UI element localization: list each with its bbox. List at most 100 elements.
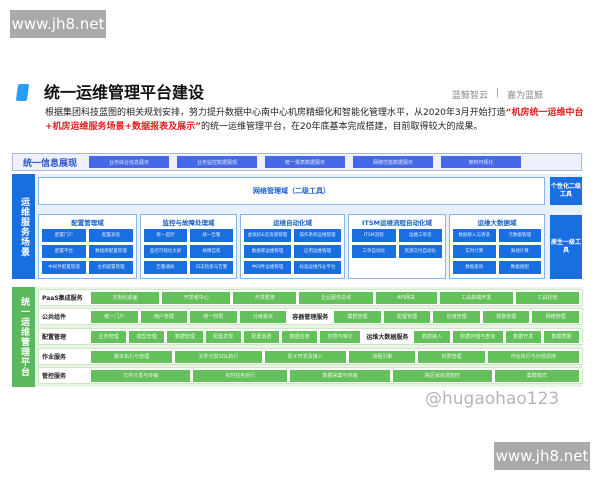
service-item: 流程引擎 (348, 350, 416, 363)
row-label: PaaS集成服务 (42, 295, 83, 302)
service-item: 脚本执行与管理 (91, 350, 173, 363)
domain-item: 操作系统运维管理 (294, 229, 341, 242)
domain-item: 数据接入与清洗 (453, 229, 496, 242)
sub-service-label: 容器管理服务 (289, 312, 332, 321)
domain-box: 配置管理域配置门户配置发现配置平台数据库配置管理中间件配置管理主机配置管理 (38, 214, 137, 279)
service-item: 工具托管 (515, 291, 579, 304)
platform-row: 管控服务文件分发与传输实时任务执行数据采集与传输跨区域资源管控集群模式 (38, 367, 583, 384)
domain-title: 运维自动化域 (273, 219, 312, 227)
service-item: 数据存储与查询 (452, 330, 503, 343)
domain-item: ITSM流程 (352, 229, 396, 242)
domain-item: 配置门户 (42, 229, 86, 242)
service-item: 实时任务执行 (193, 369, 288, 382)
intro-text-end: 的统一运维管理平台，在20年底基本完成搭建，目前取得较大的成果。 (201, 122, 483, 132)
service-item: 跨区域资源管控 (392, 369, 492, 382)
intro-paragraph: 根据集团科技蓝图的相关规划安排，努力提升数据中心南中心机房精细化和智能化管理水平… (45, 106, 590, 134)
service-item: 分级委派 (239, 310, 287, 323)
service-scene-label: 运维服务场景 (12, 174, 35, 279)
domain-title: 配置管理域 (71, 219, 104, 227)
service-item: 作业执行与外部调用 (487, 350, 580, 363)
service-item: 模型管理 (129, 330, 165, 343)
service-item: 数据采集与传输 (290, 369, 390, 382)
domain-grid: 统一监控统一告警监控可视化大屏故障自愈告警通知日志检索与告警 (144, 229, 233, 274)
info-item: 业务综合信息展示 (89, 156, 169, 168)
service-item: 数据管理 (167, 330, 203, 343)
domain-grid: 数据接入与清洗元数据管理实时计算离线计算数据查询数据视图 (453, 229, 541, 274)
domain-item: 监控可视化大屏 (144, 245, 187, 258)
logo-bluking: 蓝鲸智云 (452, 91, 489, 101)
service-item: 镜像管理 (482, 310, 530, 323)
domain-item: 数据视图 (498, 261, 541, 274)
service-item: 工具前端开发 (439, 291, 513, 304)
domain-item: 中间件配置管理 (42, 261, 86, 274)
domain-item: 应用运维管理 (294, 245, 341, 258)
domain-item: 虚拟机&云资源管理 (244, 229, 291, 242)
service-item: 数据应用 (281, 330, 318, 343)
domain-item: 告警通知 (144, 261, 187, 274)
domain-item: 标准运维作业平台 (294, 261, 341, 274)
service-item: 数据质量 (543, 330, 580, 343)
domain-item: 配置平台 (42, 245, 86, 258)
domain-title: 运维大数据域 (477, 219, 517, 227)
service-item: 数据接入 (414, 330, 450, 343)
platform-label: 统一运维管理平台 (12, 287, 35, 387)
domain-item: 主机配置管理 (89, 261, 133, 274)
service-item: 开发者中心 (162, 291, 231, 304)
site-watermark: www.jh8.net (10, 10, 106, 38)
domain-item: 统一监控 (144, 229, 187, 242)
service-item: 统一门户 (91, 310, 138, 323)
domain-item: 统一告警 (190, 229, 233, 242)
service-item: 配置消费 (243, 330, 279, 343)
weibo-watermark: @hugaohao123 (425, 389, 560, 409)
page-title: 统一运维管理平台建设 (44, 83, 205, 102)
sub-service-label: 运维大数据服务 (363, 332, 412, 341)
network-domain: 网络管理域（二级工具） (38, 177, 545, 205)
service-item: 集群管理 (334, 310, 381, 323)
service-item: 权限管理 (418, 350, 485, 363)
domain-item: 离线计算 (498, 245, 541, 258)
domain-title: ITSM运维流程自动化域 (361, 219, 432, 227)
service-item: 开发框架 (233, 291, 297, 304)
service-item: 业务管理 (91, 330, 127, 343)
row-label: 公共组件 (42, 314, 67, 321)
info-item: 网络性能数据展示 (353, 156, 433, 168)
platform-row: 作业服务 脚本执行与管理文件分发SQL执行原子开发及接入流程引擎权限管理作业执行与… (38, 348, 583, 365)
logos: 蓝鲸智云|嘉为蓝鲸 (452, 88, 543, 101)
domain-title: 监控与故障处理域 (162, 219, 215, 227)
domain-grid: 配置门户配置发现配置平台数据库配置管理中间件配置管理主机配置管理 (42, 229, 133, 274)
domain-item: 数据库配置管理 (89, 245, 133, 258)
row-label: 管控服务 (42, 373, 67, 380)
domain-item: 数据库运维管理 (244, 245, 291, 258)
domain-item: 实时计算 (453, 245, 496, 258)
domain-box: 运维自动化域虚拟机&云资源管理操作系统运维管理数据库运维管理应用运维管理中间件运… (240, 214, 345, 279)
service-item: 企业服务总线 (299, 291, 373, 304)
domain-box: 监控与故障处理域统一监控统一告警监控可视化大屏故障自愈告警通知日志检索与告警 (140, 214, 237, 279)
service-item: 原子开发及接入 (264, 350, 346, 363)
domain-item: 工单自动化 (352, 245, 396, 258)
info-item: 架构可视化 (441, 156, 521, 168)
domain-item: 元数据管理 (498, 229, 541, 242)
info-display-bar: 统一信息展现业务综合信息展示业务监控数据展现统一报表数据展示网络性能数据展示架构… (12, 153, 582, 171)
service-item: 配置管理 (383, 310, 431, 323)
domain-item: 日志检索与告警 (190, 261, 233, 274)
domain-item: 中间件运维管理 (244, 261, 291, 274)
domain-item: 数据查询 (453, 261, 496, 274)
domain-item: 资源交付自动化 (398, 245, 442, 258)
service-item: 定制化桌面 (91, 291, 160, 304)
primary-tools-label: 原生一级工具 (550, 215, 582, 279)
service-item: 用户管理 (140, 310, 188, 323)
row-label: 作业服务 (42, 354, 67, 361)
platform-row: 配置管理业务管理模型管理数据管理配置发现配置消费数据应用权限与审计运维大数据服务… (38, 328, 583, 345)
domain-box: ITSM运维流程自动化域 ITSM流程运维工单流工单自动化资源交付自动化 (348, 214, 446, 279)
domain-item: 故障自愈 (190, 245, 233, 258)
info-item: 统一报表数据展示 (265, 156, 345, 168)
service-item: 配置发现 (205, 330, 241, 343)
service-item: 统一权限 (190, 310, 237, 323)
info-label: 统一信息展现 (23, 158, 78, 169)
domain-item: 运维工单流 (398, 229, 442, 242)
platform-row: 公共组件统一门户用户管理统一权限分级委派容器管理服务集群管理配置管理应用管理镜像… (38, 308, 583, 325)
service-item: API网关 (375, 291, 437, 304)
service-item: 数据开发 (505, 330, 541, 343)
service-item: 文件分发SQL执行 (175, 350, 262, 363)
